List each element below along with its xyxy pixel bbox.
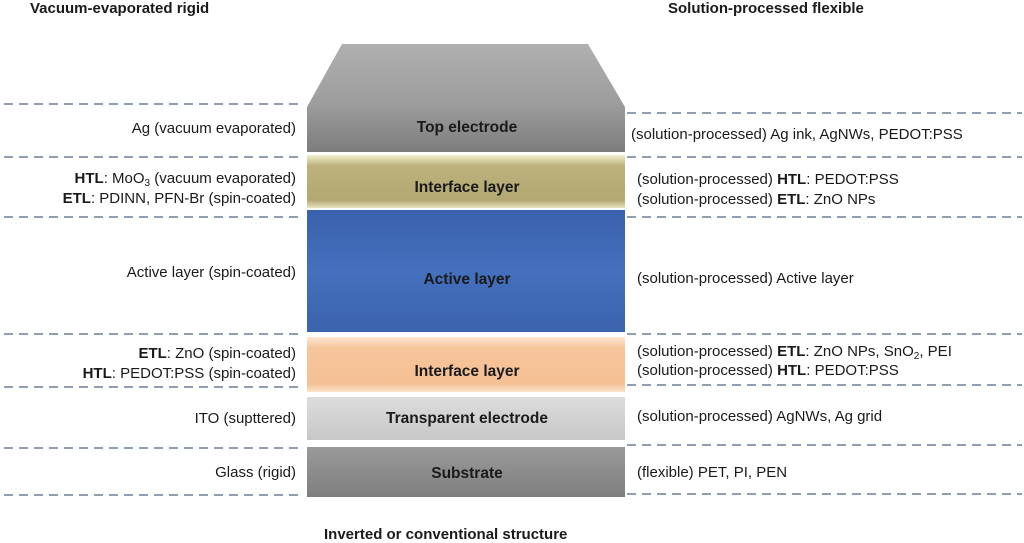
left-htl-pre: : MoO xyxy=(103,170,145,187)
transparent-electrode-layer xyxy=(307,397,625,440)
right-htl2-prefix: (solution-processed) xyxy=(637,362,778,379)
right-etl2-line: (solution-processed) ETL: ZnO NPs, SnO2,… xyxy=(637,343,952,362)
right-htl-prefix: (solution-processed) xyxy=(637,171,778,188)
right-column-title: Solution-processed flexible xyxy=(668,0,864,17)
left-htl-line: HTL: MoO3 (vacuum evaporated) xyxy=(74,170,296,189)
active-layer xyxy=(307,210,625,332)
right-etl2-label: ETL xyxy=(777,343,806,360)
right-etl-line: (solution-processed) ETL: ZnO NPs xyxy=(637,191,875,209)
top-electrode-layer xyxy=(307,107,625,152)
active-layer-label: Active layer xyxy=(423,271,511,288)
substrate-label: Substrate xyxy=(431,465,503,482)
right-etl-prefix: (solution-processed) xyxy=(637,191,778,208)
right-etl-label: ETL xyxy=(777,191,806,208)
left-column-title: Vacuum-evaporated rigid xyxy=(30,0,210,17)
right-htl-label: HTL xyxy=(777,171,807,188)
right-htl2-line: (solution-processed) HTL: PEDOT:PSS xyxy=(637,362,899,380)
left-htl2-label: HTL xyxy=(82,365,112,382)
right-top-electrode-text: (solution-processed) Ag ink, AgNWs, PEDO… xyxy=(631,126,963,143)
substrate-layer xyxy=(307,447,625,497)
left-etl2-line: ETL: ZnO (spin-coated) xyxy=(138,345,296,363)
left-etl2-label: ETL xyxy=(138,345,167,362)
right-etl2-sub: 2 xyxy=(913,351,920,362)
right-htl-line: (solution-processed) HTL: PEDOT:PSS xyxy=(637,171,899,189)
left-htl2-text: : PEDOT:PSS (spin-coated) xyxy=(111,365,296,382)
interface-top-layer xyxy=(307,155,625,208)
left-glass-text: Glass (rigid) xyxy=(215,464,296,481)
right-etl2-post: , PEI xyxy=(919,343,952,360)
left-etl2-text: : ZnO (spin-coated) xyxy=(166,345,296,362)
left-etl-line: ETL: PDINN, PFN-Br (spin-coated) xyxy=(63,190,296,208)
left-etl-label: ETL xyxy=(62,190,91,207)
footer-title: Inverted or conventional structure xyxy=(324,526,568,543)
interface-top-label: Interface layer xyxy=(414,179,520,196)
top-electrode-face xyxy=(307,44,625,107)
right-htl-text: : PEDOT:PSS xyxy=(806,171,899,188)
left-htl-post: (vacuum evaporated) xyxy=(150,170,296,187)
right-transparent-electrode-text: (solution-processed) AgNWs, Ag grid xyxy=(637,408,883,425)
guide-lines xyxy=(4,103,1022,496)
right-htl2-label: HTL xyxy=(777,362,807,379)
right-etl-text: : ZnO NPs xyxy=(805,191,876,208)
left-top-electrode-text: Ag (vacuum evaporated) xyxy=(131,120,296,137)
top-electrode-label: Top electrode xyxy=(416,119,518,136)
transparent-electrode-label: Transparent electrode xyxy=(386,410,548,427)
interface-bottom-label: Interface layer xyxy=(414,363,520,380)
left-htl-sub: 3 xyxy=(144,178,151,189)
right-etl2-prefix: (solution-processed) xyxy=(637,343,778,360)
left-ito-text: ITO (supttered) xyxy=(194,410,296,427)
interface-bottom-layer xyxy=(307,337,625,392)
left-active-text: Active layer (spin-coated) xyxy=(126,264,296,281)
right-etl2-pre: : ZnO NPs, SnO xyxy=(805,343,914,360)
right-substrate-text: (flexible) PET, PI, PEN xyxy=(637,464,788,481)
left-etl-text: : PDINN, PFN-Br (spin-coated) xyxy=(90,190,296,207)
right-htl2-text: : PEDOT:PSS xyxy=(806,362,899,379)
left-htl-label: HTL xyxy=(74,170,104,187)
right-active-text: (solution-processed) Active layer xyxy=(637,270,854,287)
left-htl2-line: HTL: PEDOT:PSS (spin-coated) xyxy=(83,365,296,383)
